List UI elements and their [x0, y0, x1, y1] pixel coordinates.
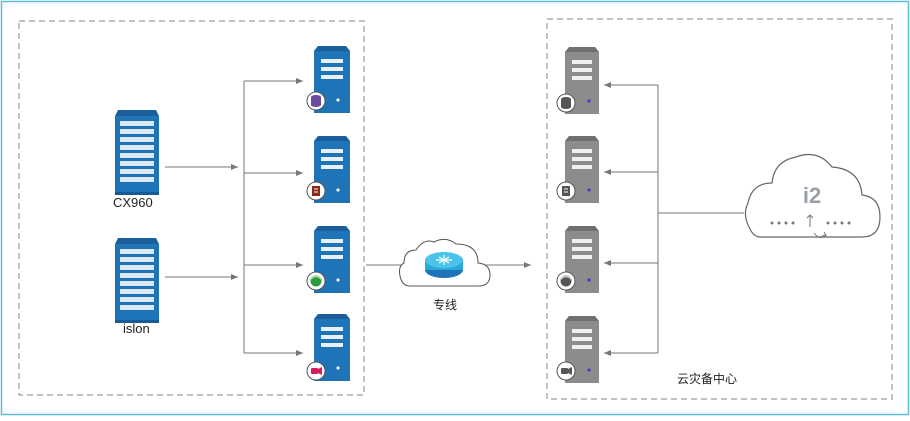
database-icon [306, 91, 326, 111]
storage-cx960 [115, 110, 159, 195]
dots-right [826, 221, 851, 225]
private-line-cloud [399, 238, 491, 287]
i2-cloud: i2 [744, 154, 881, 239]
cloud-logo-text: i2 [803, 183, 821, 208]
browser-icon [556, 271, 576, 291]
sync-arrows-icon [806, 214, 827, 239]
source-site-boundary [18, 20, 365, 396]
database-icon [556, 93, 576, 113]
storage-cx960-label: CX960 [113, 195, 153, 210]
storage-islon-label: islon [123, 321, 150, 336]
video-icon [556, 361, 576, 381]
browser-icon [306, 271, 326, 291]
dr-center-label: 云灾备中心 [677, 372, 738, 386]
storage-islon [115, 238, 159, 323]
source-server-2 [314, 136, 350, 203]
dots-left [770, 221, 795, 225]
video-icon [306, 361, 326, 381]
document-icon [306, 181, 326, 201]
dr-site-boundary [546, 18, 893, 400]
document-icon [556, 181, 576, 201]
private-line-label: 专线 [433, 298, 458, 312]
